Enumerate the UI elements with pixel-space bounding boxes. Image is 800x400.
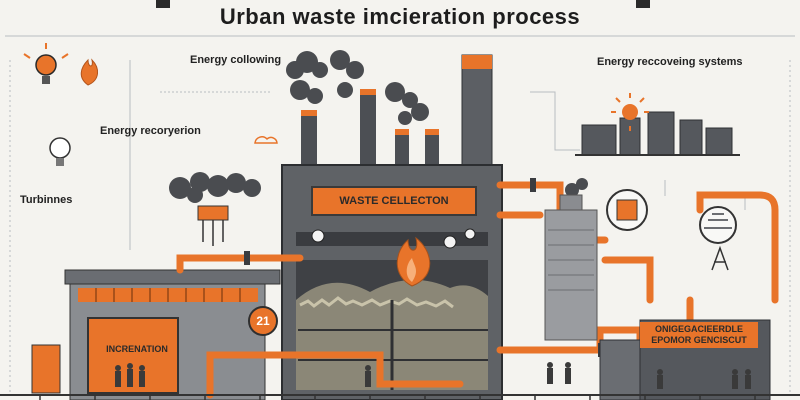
energy-recoryerion-heading: Energy recoryerion: [100, 125, 201, 137]
turbinnes-heading: Turbinnes: [20, 194, 73, 206]
page-title: Urban waste imcieration process: [219, 4, 581, 29]
background-guides: [5, 35, 795, 395]
lightbulb-icon: [23, 43, 69, 84]
left-building: [31, 269, 281, 400]
circle-inset-left: [606, 189, 648, 231]
cloud-icon: [254, 136, 278, 144]
title-ornaments: [156, 0, 650, 8]
bottom-right-sign: ONIGEGACIEERDLE EPOMOR GENCISCUT: [640, 322, 758, 348]
energy-collowing-heading: Energy collowing: [190, 54, 282, 66]
energy-recoveing-heading: Energy reccoveing systems: [597, 56, 743, 68]
gauge-icon: [311, 228, 476, 249]
smoke-clouds: [169, 50, 588, 203]
sun-icon: [611, 93, 649, 131]
valves-icon: [197, 205, 229, 246]
circle-inset-right: [699, 206, 737, 244]
flame-icon: [80, 58, 98, 86]
fire-icon: [396, 236, 431, 287]
waste-collection-sign: WASTE CELLECTON: [311, 186, 477, 216]
step-number-badge: 21: [248, 306, 278, 336]
right-tower: [544, 194, 598, 341]
incineration-sign: INCRENATION: [106, 344, 168, 354]
ground-line: [0, 394, 800, 400]
worker-figures: [115, 362, 751, 389]
chimneys: [301, 54, 493, 176]
bulb-outline-icon: [49, 137, 71, 166]
city-skyline: [575, 111, 740, 156]
